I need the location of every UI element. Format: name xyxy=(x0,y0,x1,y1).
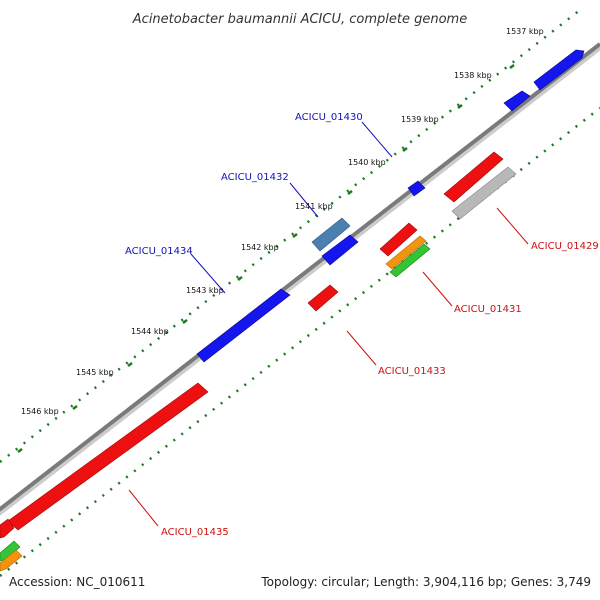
gene-arrow-forward[interactable] xyxy=(196,288,291,363)
major-tick xyxy=(457,104,463,109)
backbone xyxy=(0,42,600,512)
leader-line xyxy=(190,253,226,294)
tick-label: 1539 kbp xyxy=(401,115,439,124)
leader-line xyxy=(346,330,377,366)
gene-arrow-reverse[interactable] xyxy=(379,222,418,257)
gene-label-reverse[interactable]: ACICU_01435 xyxy=(161,527,229,538)
major-ticks-outer xyxy=(17,64,515,453)
tick-label: 1543 kbp xyxy=(186,286,224,295)
gene-label-reverse[interactable]: ACICU_01429 xyxy=(531,241,599,252)
major-tick xyxy=(17,448,23,453)
gene-arrow-rna-orange[interactable] xyxy=(385,235,427,270)
leader-line xyxy=(496,207,529,245)
gene-arrow-reverse[interactable] xyxy=(0,518,15,539)
gene-arrow-rna-orange[interactable] xyxy=(0,549,23,572)
major-tick xyxy=(127,362,133,367)
tick-label: 1537 kbp xyxy=(506,27,544,36)
gene-arrow-forward-hypothetical[interactable] xyxy=(311,217,351,252)
backbone-shadow xyxy=(0,44,600,516)
tick-label: 1542 kbp xyxy=(241,243,279,252)
major-tick xyxy=(347,190,353,195)
forward-tick-track xyxy=(0,9,581,463)
leader-line xyxy=(361,121,393,158)
genome-summary-text: Topology: circular; Length: 3,904,116 bp… xyxy=(260,575,591,589)
gene-arrow-forward[interactable] xyxy=(321,234,359,266)
gene-label-reverse[interactable]: ACICU_01433 xyxy=(378,366,446,377)
reverse-tick-track xyxy=(0,107,600,577)
gene-arrow-reverse[interactable] xyxy=(307,284,339,312)
gene-arrow-reverse[interactable] xyxy=(443,151,504,203)
tick-label: 1546 kbp xyxy=(21,407,59,416)
major-tick xyxy=(182,319,188,324)
gene-arrow-reverse-pseudo[interactable] xyxy=(451,166,517,220)
gene-label-forward[interactable]: ACICU_01434 xyxy=(125,246,193,257)
leader-line xyxy=(289,182,319,218)
accession-text: Accession: NC_010611 xyxy=(9,575,145,589)
major-tick xyxy=(509,64,515,69)
tick-label: 1540 kbp xyxy=(348,158,386,167)
gene-arrow-forward[interactable] xyxy=(503,90,531,112)
major-tick xyxy=(292,233,298,238)
map-title: Acinetobacter baumannii ACICU, complete … xyxy=(132,12,467,27)
gene-arrow-forward[interactable] xyxy=(533,49,585,91)
major-tick xyxy=(402,147,408,152)
gene-label-forward[interactable]: ACICU_01430 xyxy=(295,112,363,123)
tick-label: 1538 kbp xyxy=(454,71,492,80)
gene-arrow-reverse[interactable] xyxy=(7,382,209,531)
leader-line xyxy=(128,489,159,527)
gene-arrow-rna-green[interactable] xyxy=(389,243,431,278)
tick-label: 1545 kbp xyxy=(76,368,114,377)
gene-label-forward[interactable]: ACICU_01432 xyxy=(221,172,289,183)
major-tick xyxy=(237,276,243,281)
leader-line xyxy=(422,271,453,307)
tick-label: 1544 kbp xyxy=(131,327,169,336)
major-tick xyxy=(72,405,78,410)
gene-label-reverse[interactable]: ACICU_01431 xyxy=(454,304,522,315)
gene-arrow-forward[interactable] xyxy=(407,180,426,197)
tick-label: 1541 kbp xyxy=(295,202,333,211)
